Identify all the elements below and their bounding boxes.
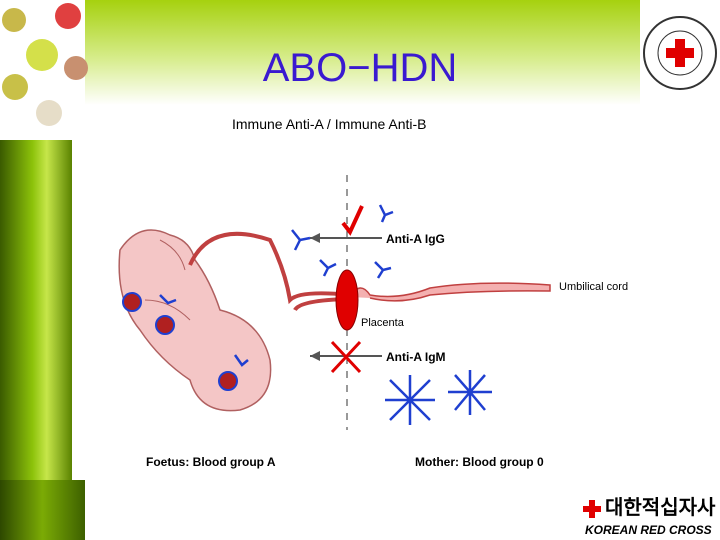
label-anti-a-igm: Anti-A IgM <box>386 350 446 364</box>
label-anti-a-igg: Anti-A IgG <box>386 232 445 246</box>
left-decor-bar-bottom <box>0 480 85 540</box>
korean-red-cross-kr: 대한적십자사 <box>605 497 716 519</box>
header-band <box>85 0 640 105</box>
icrc-logo <box>643 16 717 90</box>
check-icon <box>341 205 364 236</box>
placenta <box>335 269 359 331</box>
label-mother: Mother: Blood group 0 <box>415 455 544 469</box>
label-umbilical-cord: Umbilical cord <box>559 281 629 293</box>
igg-antibodies <box>159 204 394 367</box>
igm-antibodies <box>385 370 492 425</box>
stem-cell-image <box>2 3 88 126</box>
umbilical-cord <box>349 282 551 302</box>
red-cells <box>122 292 238 391</box>
korean-red-cross-en: KOREAN RED CROSS <box>585 523 712 537</box>
hdn-diagram <box>118 175 551 430</box>
page-title: ABO−HDN <box>262 46 458 90</box>
label-placenta: Placenta <box>361 317 404 329</box>
subtitle: Immune Anti-A / Immune Anti-B <box>232 116 427 132</box>
cross-icon <box>330 340 362 374</box>
left-decor-bar <box>0 140 72 480</box>
foetus-drawing <box>118 229 352 412</box>
label-foetus: Foetus: Blood group A <box>146 455 276 469</box>
red-cross-icon <box>583 500 601 518</box>
